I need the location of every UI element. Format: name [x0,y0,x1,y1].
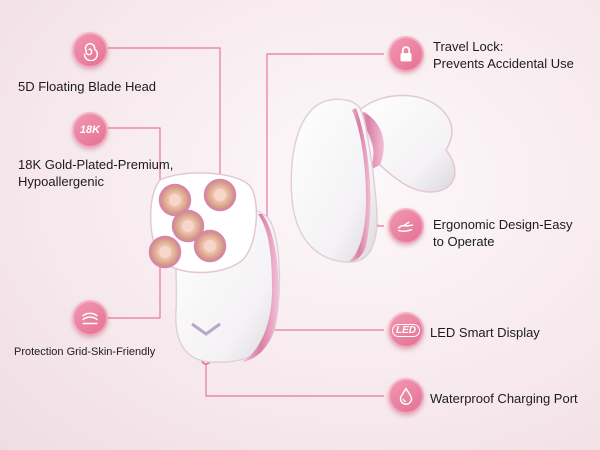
gold-plated-label-line2: Hypoallergenic [18,174,104,189]
skin-layers-icon [72,300,108,336]
led-icon: LED [388,312,424,348]
spiral-icon [72,32,108,68]
hand-icon [388,208,424,244]
18k-badge-icon: 18K [72,112,108,148]
ergonomic-label-line2: to Operate [433,234,495,249]
gold-plated-label-line1: 18K Gold-Plated-Premium, [18,157,174,172]
travel-lock-label-line1: Travel Lock: [433,39,504,54]
travel-lock-label-line2: Prevents Accidental Use [433,56,574,71]
led-badge-text: LED [392,323,420,337]
waterproof-label: Waterproof Charging Port [430,391,578,406]
padlock-icon [388,36,424,72]
led-display-label: LED Smart Display [430,325,540,340]
blade-head-label: 5D Floating Blade Head [18,79,157,94]
18k-badge-text: 18K [79,124,101,136]
ergonomic-label-line1: Ergonomic Design-Easy [433,217,573,232]
water-drop-icon [388,378,424,414]
protection-grid-label: Protection Grid-Skin-Friendly [14,346,156,358]
